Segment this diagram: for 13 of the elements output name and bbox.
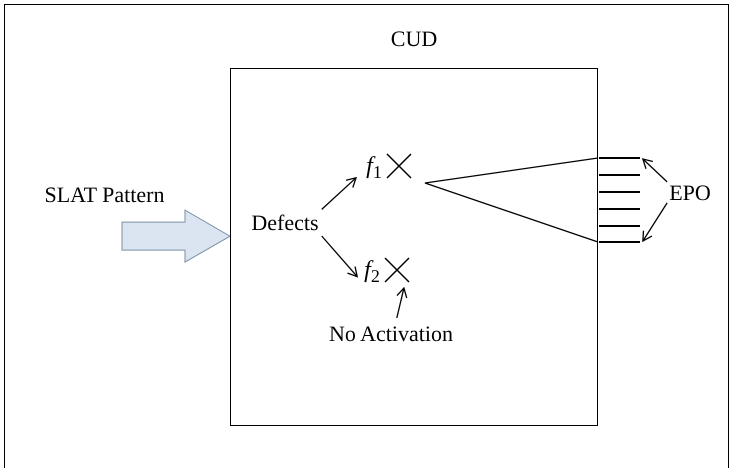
node-label: Defects	[251, 212, 319, 234]
arrow	[396, 287, 408, 318]
arrow	[321, 236, 358, 278]
node-label: No Activation	[328, 323, 454, 345]
box-heading: CUD	[390, 28, 438, 50]
node-label: SLAT Pattern	[44, 184, 164, 206]
leader-line	[642, 202, 668, 242]
arrow	[321, 177, 357, 210]
node-label: EPO	[669, 182, 711, 204]
fault-label: f$_{1}$	[366, 154, 382, 178]
leader-line	[642, 158, 668, 182]
fault-label: f$_{2}$	[364, 258, 380, 282]
block-arrow	[122, 209, 231, 263]
